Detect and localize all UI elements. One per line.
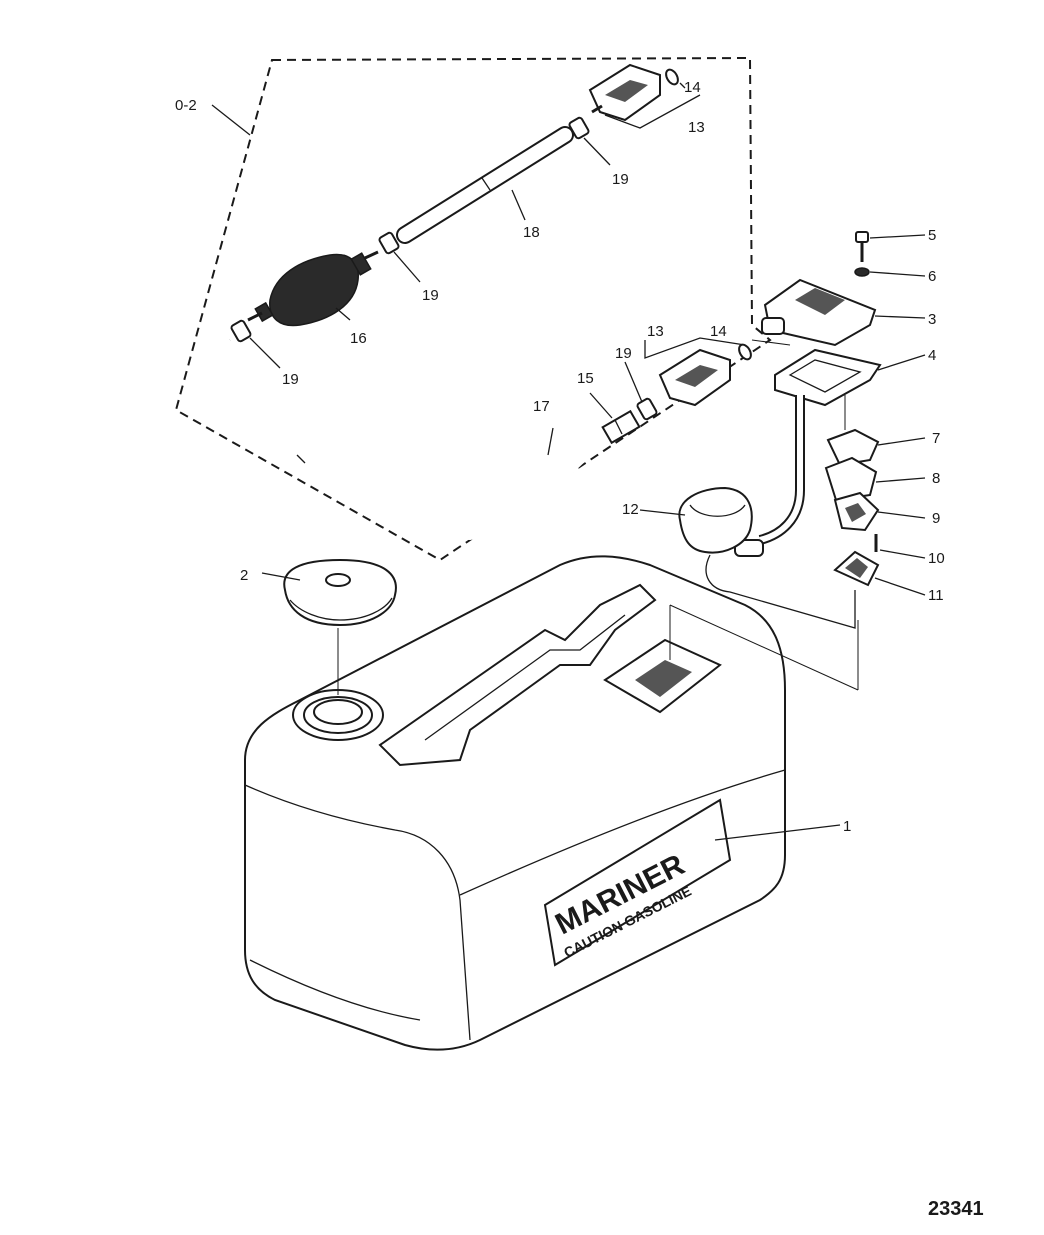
o-ring-lower [738,343,752,361]
callout-8: 8 [932,470,940,487]
pickup-gasket [774,348,882,407]
callout-11: 11 [928,587,944,604]
callout-12: 12 [622,501,639,518]
callout-9: 9 [932,510,940,527]
callout-19-d: 19 [615,345,632,362]
gauge-bracket [833,491,880,532]
hose-clamp-3 [568,116,590,140]
callout-kit: 0-2 [175,97,197,114]
kit-boundary-dashed [174,56,772,562]
callout-2: 2 [240,567,248,584]
callout-3: 3 [928,311,936,328]
callout-4: 4 [928,347,936,364]
callout-19-a: 19 [612,171,629,188]
primer-bulb [247,250,379,327]
callout-13-lower: 13 [647,323,664,340]
hose-clamp-2 [378,231,400,255]
callout-13-upper: 13 [688,119,705,136]
pickup-filter [734,539,764,557]
callout-18: 18 [523,224,540,241]
figure-number: 23341 [928,1198,984,1220]
callout-15: 15 [577,370,594,387]
callout-14-lower: 14 [710,323,727,340]
callout-5: 5 [928,227,936,244]
fuel-hose [198,335,610,541]
screw [855,231,869,262]
callout-10: 10 [928,550,945,567]
callout-17: 17 [533,398,550,415]
hose-fitting [601,409,641,445]
fuel-tank: MARINER CAUTION GASOLINE [244,555,786,1051]
connector-lower [658,348,731,407]
callout-7: 7 [932,430,940,447]
connector-upper [588,63,661,122]
gauge-lens [826,428,880,467]
gauge-plate [833,550,880,587]
hose-clamp-4 [636,397,658,421]
hose-clamp-1 [230,319,252,343]
fuel-hose-upper [396,126,574,244]
callout-19-b: 19 [422,287,439,304]
callout-19-c: 19 [282,371,299,388]
callout-14-upper: 14 [684,79,701,96]
o-ring-upper [665,68,679,86]
washer [854,267,870,277]
fuel-cap [283,558,397,695]
callout-6: 6 [928,268,936,285]
callout-16: 16 [350,330,367,347]
callout-1: 1 [843,818,851,835]
fuel-float [678,486,856,629]
pickup-fitting [761,278,877,347]
leader-lines [211,82,926,841]
gauge-housing [824,456,878,502]
